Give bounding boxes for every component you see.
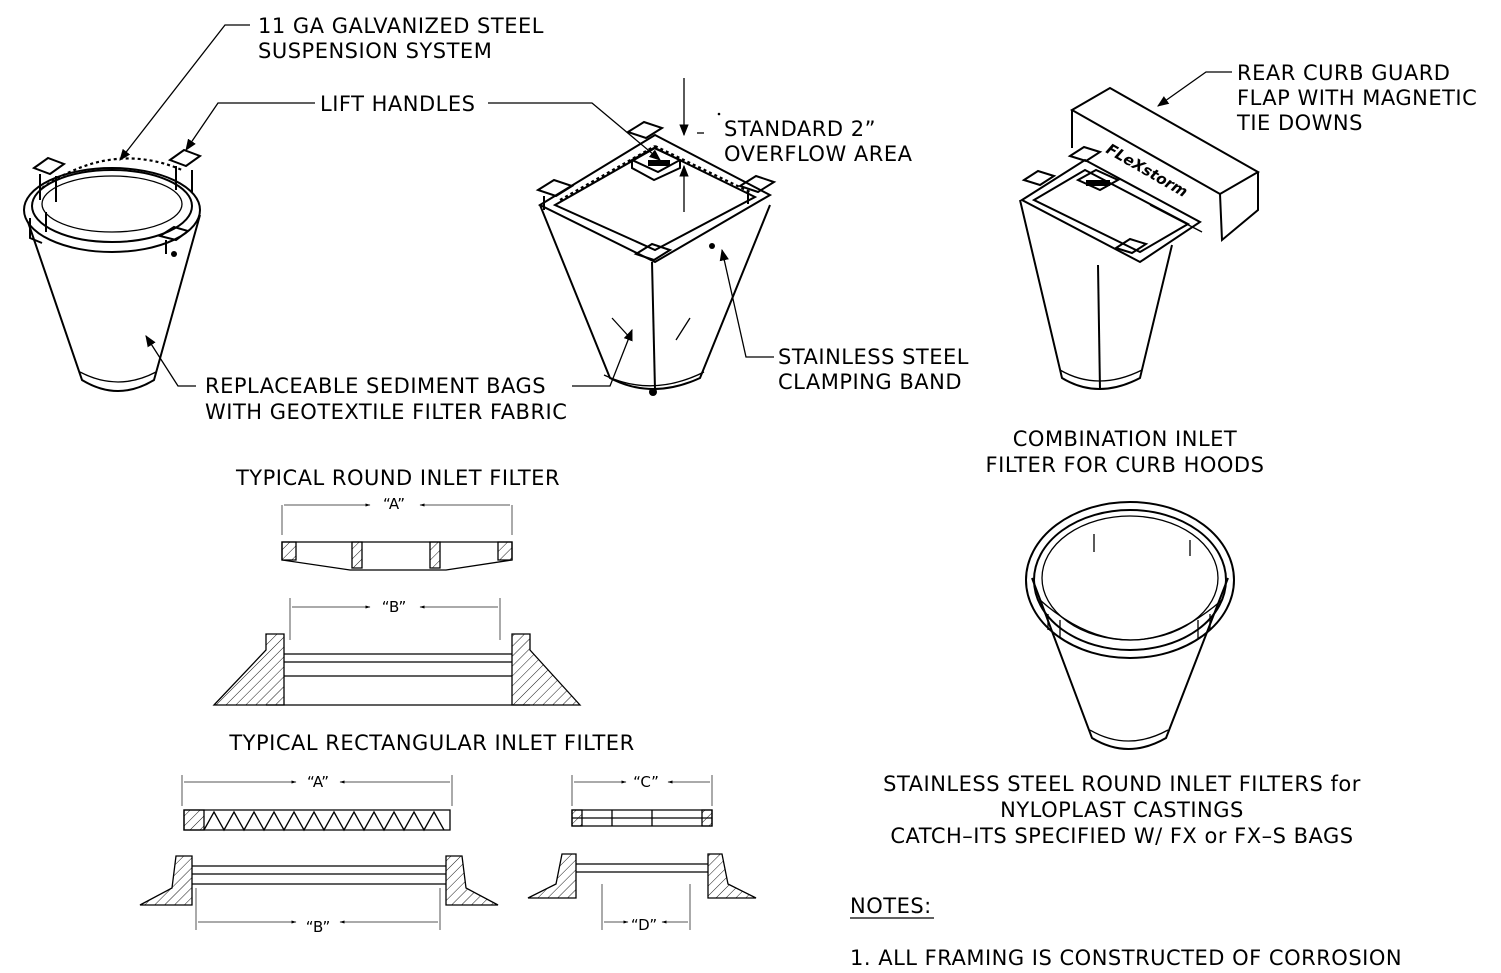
stainless-round-filter-illustration [1025, 501, 1235, 750]
callout-rear-curb-guard-line3: TIE DOWNS [1236, 111, 1363, 135]
caption-combination-line2: FILTER FOR CURB HOODS [986, 453, 1265, 477]
callout-clamping-band-line1: STAINLESS STEEL [778, 345, 969, 369]
round-inlet-profile [212, 503, 582, 706]
dim-label-b-rect: “B” [306, 918, 331, 936]
square-inlet-filter-illustration [535, 78, 777, 396]
rectangular-inlet-profile-small [527, 775, 757, 930]
caption-stainless-line3: CATCH–ITS SPECIFIED W/ FX or FX–S BAGS [890, 824, 1353, 848]
callout-sediment-bags-line2: WITH GEOTEXTILE FILTER FABRIC [205, 400, 567, 424]
callout-rear-curb-guard-line2: FLAP WITH MAGNETIC [1237, 86, 1477, 110]
caption-stainless-line2: NYLOPLAST CASTINGS [1000, 798, 1244, 822]
combination-inlet-filter-illustration: FLeXstorm [1019, 86, 1261, 391]
callout-clamping-band-line2: CLAMPING BAND [778, 370, 962, 394]
dim-label-c: “C” [633, 773, 659, 791]
callout-sediment-bags-line1: REPLACEABLE SEDIMENT BAGS [205, 374, 546, 398]
callout-suspension-system-line2: SUSPENSION SYSTEM [258, 39, 492, 63]
dim-label-d: “D” [631, 916, 657, 934]
round-inlet-filter-illustration [23, 148, 203, 392]
notes-heading: NOTES: [850, 894, 932, 918]
callout-suspension-system-line1: 11 GA GALVANIZED STEEL [258, 14, 544, 38]
dim-label-a-rect: “A” [307, 773, 329, 791]
section-title-round: TYPICAL ROUND INLET FILTER [235, 466, 560, 490]
callout-lift-handles: LIFT HANDLES [320, 92, 475, 116]
callout-overflow-line1: STANDARD 2” [724, 117, 876, 141]
callout-rear-curb-guard-line1: REAR CURB GUARD [1237, 61, 1450, 85]
note-1: 1. ALL FRAMING IS CONSTRUCTED OF CORROSI… [850, 946, 1402, 970]
caption-combination-line1: COMBINATION INLET [1013, 427, 1238, 451]
callout-overflow-line2: OVERFLOW AREA [724, 142, 913, 166]
rectangular-inlet-profile-large [139, 775, 499, 930]
dim-label-b-round: “B” [382, 598, 407, 616]
callout-leaders [119, 24, 1232, 387]
section-title-rectangular: TYPICAL RECTANGULAR INLET FILTER [228, 731, 634, 755]
caption-stainless-line1: STAINLESS STEEL ROUND INLET FILTERS for [883, 772, 1361, 796]
dim-label-a-round: “A” [383, 495, 405, 513]
